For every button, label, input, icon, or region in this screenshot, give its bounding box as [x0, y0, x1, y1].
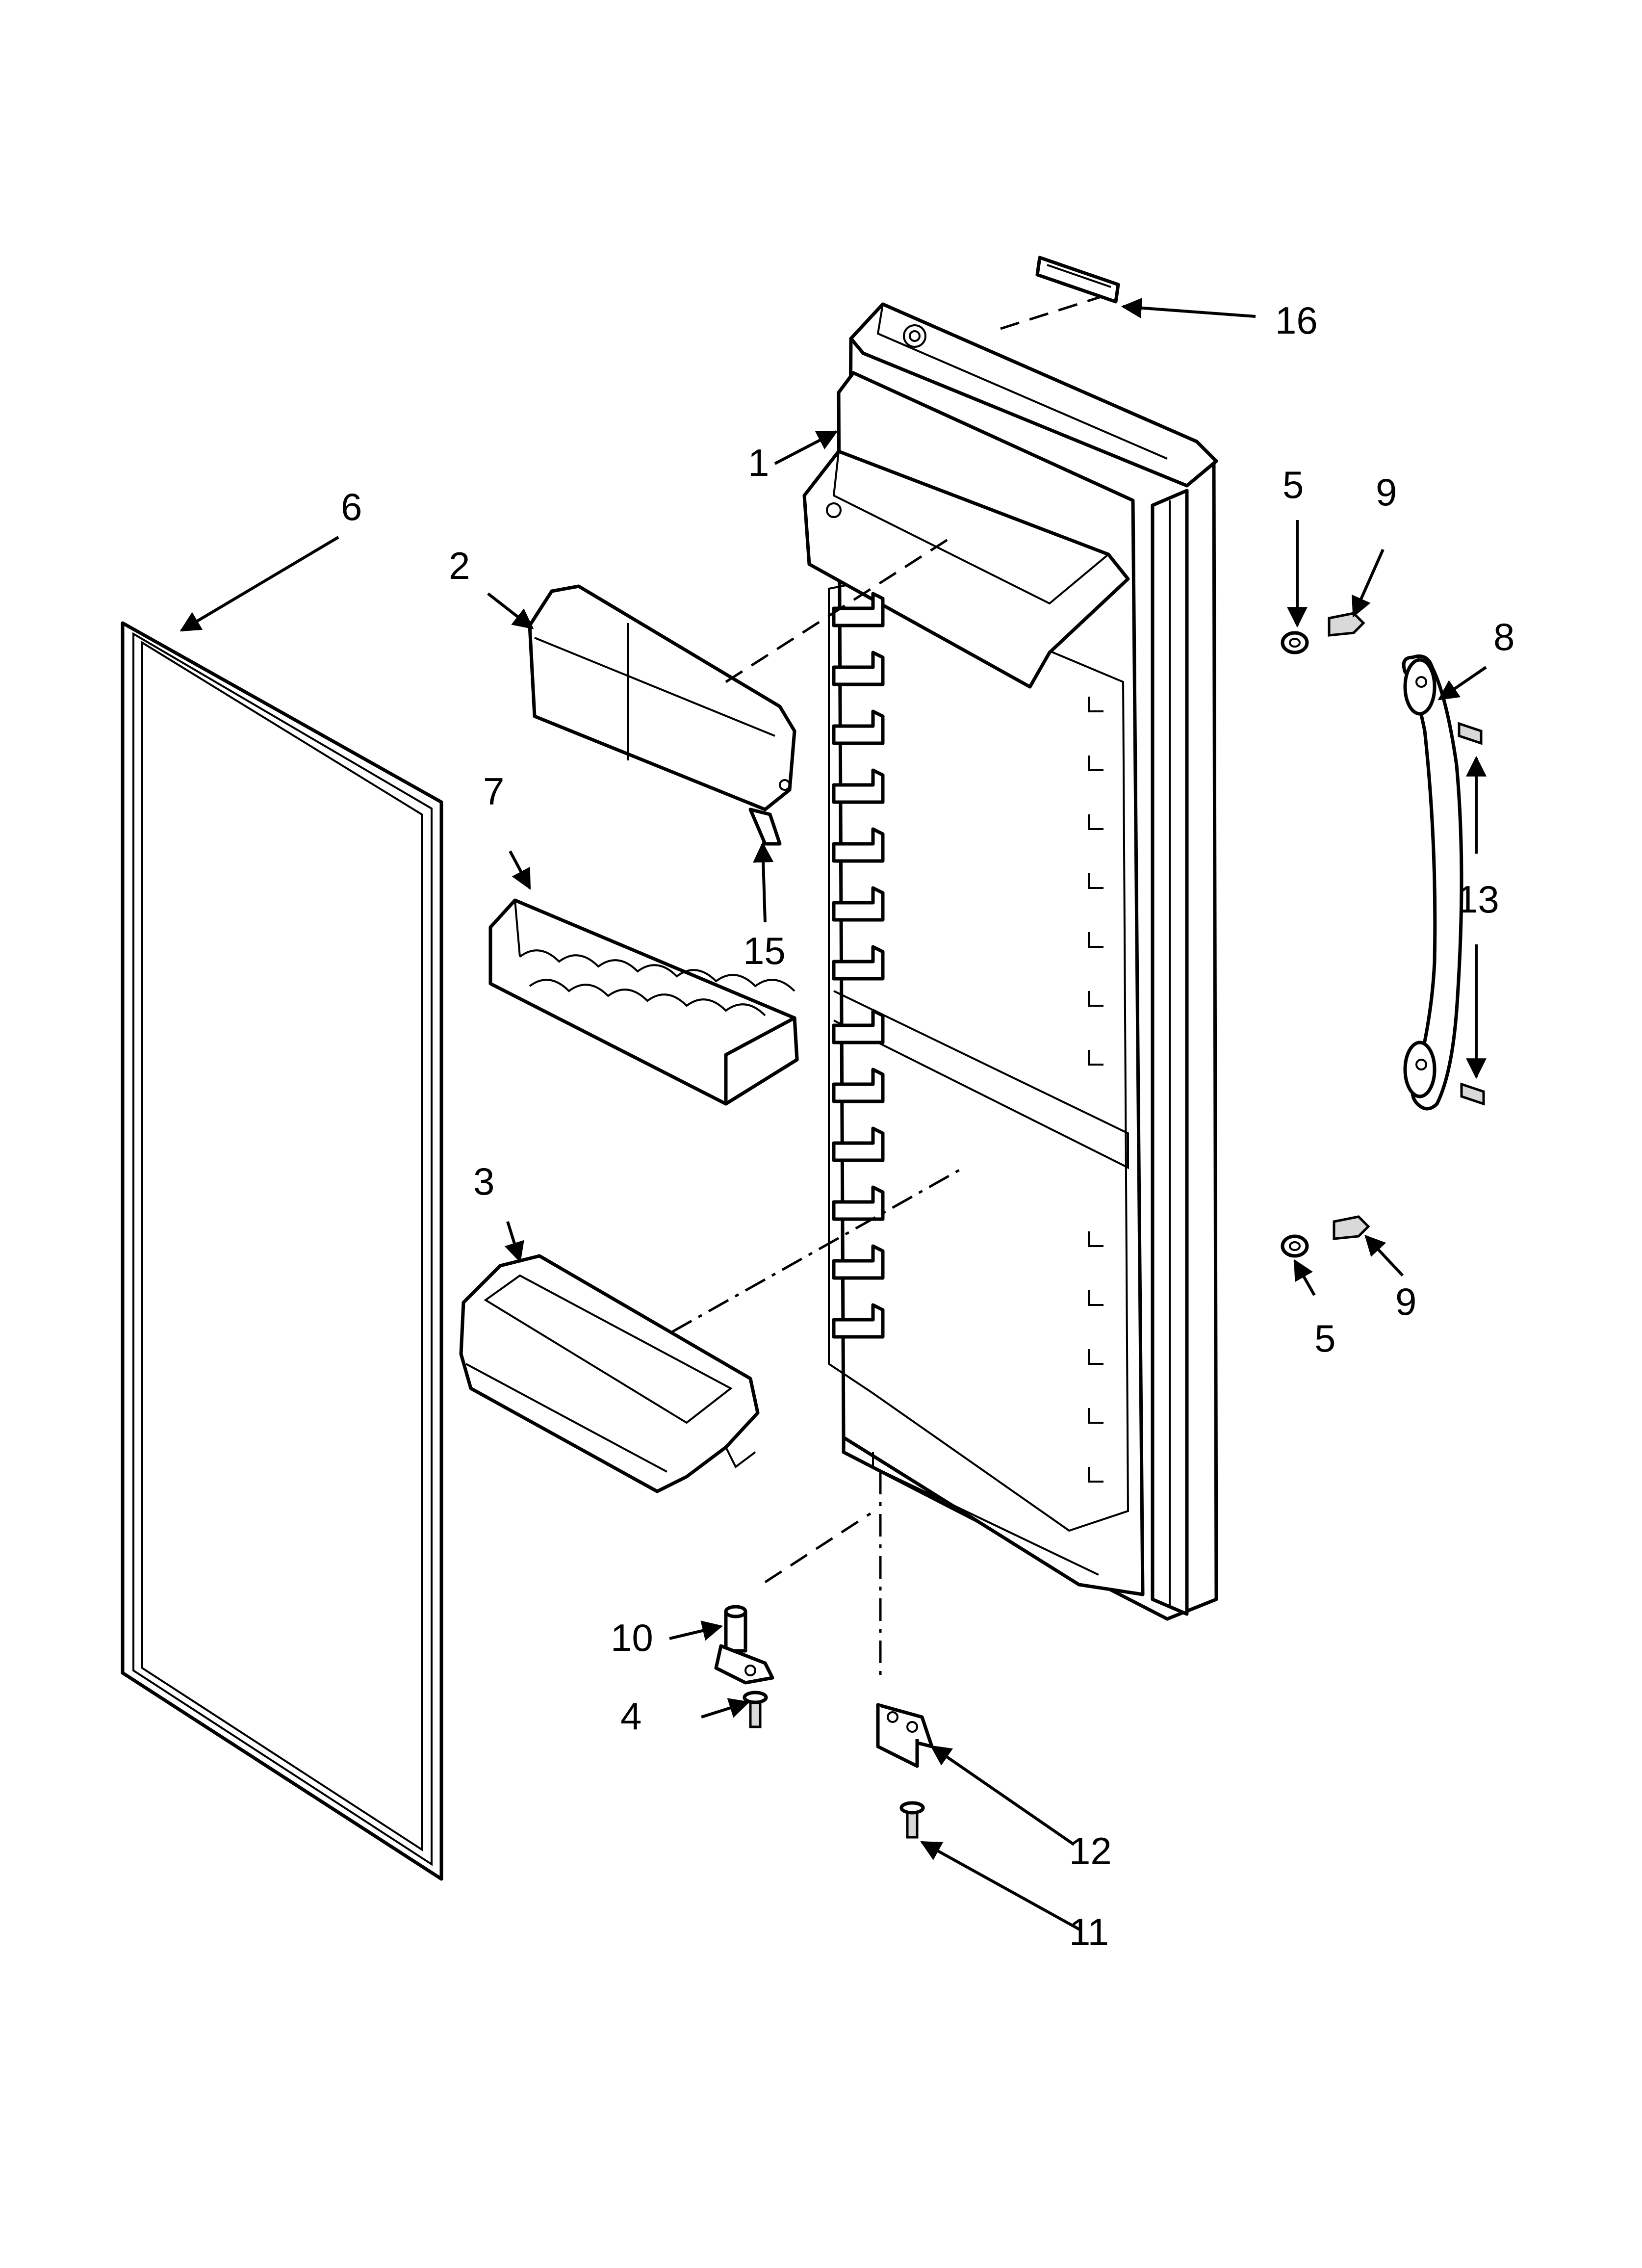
shelf-tabs-right — [1088, 697, 1103, 1483]
egg-tray — [488, 898, 799, 1106]
callout-2: 2 — [449, 544, 470, 587]
door-gasket — [121, 621, 443, 1881]
shelf-tabs-left — [832, 592, 885, 1339]
hinge-screw-right — [899, 1801, 925, 1839]
callout-11: 11 — [1069, 1910, 1109, 1954]
callout-5-lower: 5 — [1314, 1317, 1335, 1360]
callout-10: 10 — [611, 1616, 653, 1659]
door-handle — [1402, 654, 1463, 1111]
callout-15: 15 — [743, 929, 786, 972]
door-bin — [459, 1254, 760, 1493]
callout-4: 4 — [620, 1694, 641, 1738]
hinge-pin — [714, 1605, 774, 1685]
callout-6: 6 — [341, 485, 362, 528]
callout-3: 3 — [473, 1160, 494, 1203]
callout-7: 7 — [483, 770, 504, 813]
callout-1: 1 — [748, 441, 769, 484]
callout-leaders — [180, 297, 1487, 1932]
handle-setscrews — [1458, 722, 1485, 1106]
hinge-screw-left — [743, 1691, 768, 1728]
refrigerator-door — [802, 302, 1218, 1621]
door-label — [1035, 256, 1120, 304]
callout-9-upper: 9 — [1376, 470, 1397, 514]
callout-labels: 1 2 3 4 5 5 6 7 8 9 9 10 11 12 13 15 16 — [341, 299, 1514, 1954]
bottom-hinge — [876, 1703, 934, 1768]
callout-12: 12 — [1069, 1829, 1112, 1873]
callout-16: 16 — [1275, 299, 1318, 342]
callout-8: 8 — [1493, 615, 1514, 658]
dairy-door-cover — [528, 584, 796, 846]
callout-9-lower: 9 — [1395, 1280, 1416, 1323]
assembly-lines — [671, 295, 1102, 1678]
lower-spacer-screw — [1281, 1215, 1370, 1258]
callout-5-upper: 5 — [1283, 463, 1304, 506]
upper-spacer-screw — [1281, 612, 1365, 654]
callout-13: 13 — [1457, 878, 1499, 921]
